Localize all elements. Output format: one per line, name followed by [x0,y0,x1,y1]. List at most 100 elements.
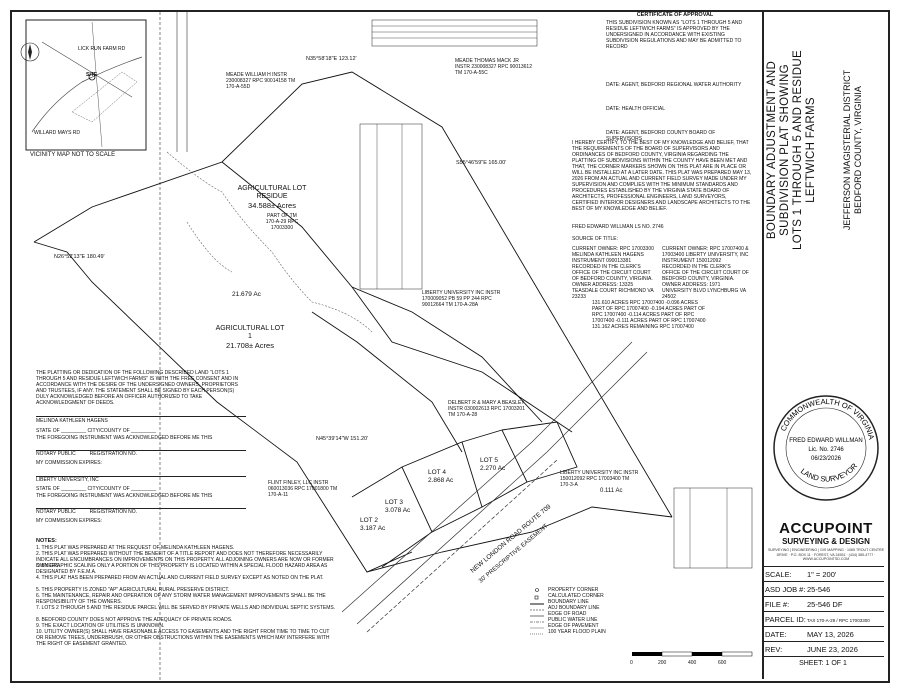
legend-item-3: BOUNDARY LINE [548,599,589,605]
company-details: SURVEYING | ENGINEERING | GIS MAPPING · … [767,548,885,561]
bearing-3: S55°46'59"E 165.00' [456,160,507,166]
tb-row-scale: SCALE: 1" = 200' [762,566,884,582]
plat-drawing [20,12,753,681]
tb-row-rev: REV: JUNE 23, 2026 [762,641,884,657]
source-title: SOURCE OF TITLE: [572,236,619,242]
note-3: 3. BY GRAPHIC SCALING ONLY A PORTION OF … [36,563,329,575]
vicinity-caption: VICINITY MAP NOT TO SCALE [30,152,116,158]
lot-3-acres: 3.078 Ac [385,507,411,514]
commission-1: MY COMMISSION EXPIRES: [36,460,103,466]
surveyor-signature: FRED EDWARD WILLMAN LS NO. 2746 [572,224,664,230]
line-table-2 [673,487,753,569]
ack-line-1: THE FOREGOING INSTRUMENT WAS ACKNOWLEDGE… [36,435,213,441]
scale-label-200: 200 [658,660,667,666]
lot-1-sub: 1 [248,333,252,340]
owner-consent-body: THE PLATTING OR DEDICATION OF THE FOLLOW… [36,370,240,406]
cert-signer-2: DATE: HEALTH OFFICIAL [606,106,665,112]
date-value: MAY 13, 2026 [807,630,854,639]
lot-2-label: LOT 2 [360,517,378,524]
seal-date: 06/23/2026 [811,456,842,462]
job-label: ASD JOB #: [765,585,806,594]
owner-flint: FLINT FINLEY, LLC INSTR 060013036 RPC 17… [268,480,339,498]
company-logo-name: ACCUPOINT [779,520,873,537]
owner-meade-thomas: MEADE THOMAS MACK JR INSTR 230008327 RPC… [455,58,534,76]
vicinity-site-label: SITE [86,72,98,78]
job-value: 25-546 [807,585,831,594]
subtitle-line-1: JEFFERSON MAGISTERIAL DISTRICT [842,69,852,231]
rev-label: REV: [765,645,783,654]
scale-label-400: 400 [688,660,697,666]
lot-residue-sub: RESIDUE [256,193,288,200]
legend-item-7: EDGE OF PAVEMENT [548,623,599,629]
lot-1-label: AGRICULTURAL LOT [215,325,285,332]
cert-body: THIS SUBDIVISION KNOWN AS "LOTS 1 THROUG… [606,20,744,50]
current-owner-1: CURRENT OWNER: RPC 17003300 MELINDA KATH… [572,246,656,300]
ack-line-2: THE FOREGOING INSTRUMENT WAS ACKNOWLEDGE… [36,493,213,499]
rev-value: JUNE 23, 2026 [807,645,858,654]
acreage-summary: 131.610 ACRES RPC 17007400 -0.096 ACRES … [592,300,707,330]
curve-table [371,19,538,47]
cert-heading: CERTIFICATE OF APPROVAL [636,12,714,18]
cert-signer-1: DATE: AGENT, BEDFORD REGIONAL WATER AUTH… [606,82,742,88]
new-london-road [341,341,648,633]
title-line-1: BOUNDARY ADJUSTMENT AND [766,60,778,240]
note-9: 9. THE EXACT LOCATION OF UTILITIES IS UN… [36,623,165,629]
roads [159,12,188,681]
tb-row-parcel: PARCEL ID:TAX 170-A-29 / RPC 17003300 [762,611,884,627]
vicinity-map [20,19,147,151]
plat-title: BOUNDARY ADJUSTMENT AND SUBDIVISION PLAT… [766,0,818,330]
lot-residue-acres: 34.588± Acres [248,201,296,210]
lot-residue-part: PART OF TM 170-A-29 RPC 17003300 [265,213,300,231]
tb-row-file: FILE #:25-546 DF [762,596,884,612]
boundary-lines [33,71,673,573]
title-block [762,10,886,679]
current-owner-2: CURRENT OWNER: RPC 17007400 & 17003400 L… [662,246,751,300]
legend-item-8: 100 YEAR FLOOD PLAIN [548,629,606,635]
seal-name: FRED EDWARD WILLMAN [789,438,862,444]
state-line-1: STATE OF _________ CITY/COUNTY OF ______… [36,428,157,434]
company-logo-tagline: SURVEYING & DESIGN [782,537,870,546]
state-line-2: STATE OF _________ CITY/COUNTY OF ______… [36,486,157,492]
owner-beasley: DELBERT R & MARY A BEASLEY INSTR 0300026… [448,400,527,418]
date-label: DATE: [765,630,787,639]
lot-2-acres: 3.187 Ac [360,525,386,532]
parcel-value: TAX 170-A-29 / RPC 17003300 [807,618,870,623]
scale-label: SCALE: [765,570,792,579]
subtitle-line-2: BEDFORD COUNTY, VIRGINIA [853,86,863,214]
owner-liberty-1: LIBERTY UNIVERSITY INC INSTR 170009052 P… [422,290,502,308]
plat-sheet [10,10,890,683]
plat-subtitle: JEFFERSON MAGISTERIAL DISTRICT BEDFORD C… [842,0,864,330]
bearing-2: N26°52'13"E 180.49' [54,254,105,260]
note-8: 8. BEDFORD COUNTY DOES NOT APPROVE THE A… [36,617,233,623]
title-line-3: LOTS 1 THROUGH 5 AND RESIDUE [792,50,804,250]
parcel-label: PARCEL ID: [765,615,806,624]
legend-item-4: ADJ BOUNDARY LINE [548,605,600,611]
surveyor-seal: COMMONWEALTH OF VIRGINIA LAND SURVEYOR F… [773,395,879,501]
title-line-4: LEFTWICH FARMS [805,97,817,203]
note-6: 6. THE MAINTENANCE, REPAIR AND OPERATION… [36,593,328,605]
creek [166,151,373,333]
file-label: FILE #: [765,600,790,609]
cert-signer-3: DATE: AGENT, BEDFORD COUNTY BOARD OF SUP… [606,130,717,142]
scale-value: 1" = 200' [807,570,837,579]
note-10: 10. UTILITY OWNER(S) SHALL HAVE REASONAB… [36,629,331,647]
surveyor-certificate: I HEREBY CERTIFY, TO THE BEST OF MY KNOW… [572,140,753,212]
vicinity-road-label-2: WILLARD MAYS RD [34,130,81,136]
legend-item-2: CALCULATED CORNER [548,593,604,599]
owner-1-name: MELINDA KATHLEEN HAGENS [36,416,246,424]
scale-label-0: 0 [630,660,633,666]
legend-item-5: EDGE OF ROAD [548,611,587,617]
lot-5-acres: 2.270 Ac [480,465,506,472]
scale-label-600: 600 [718,660,727,666]
note-7: 7. LOTS 2 THROUGH 5 AND THE RESIDUE PARC… [36,605,336,611]
lot-residue-label: AGRICULTURAL LOT [237,185,307,192]
lot-4-label: LOT 4 [428,469,446,476]
notary-line-1: NOTARY PUBLIC REGISTRATION NO. [36,450,246,457]
lot-1-acres: 21.708± Acres [226,341,274,350]
sheet-number: SHEET: 1 OF 1 [762,656,884,671]
area-note-2: 0.111 Ac [600,488,623,494]
notary-line-2: NOTARY PUBLIC REGISTRATION NO. [36,508,246,515]
note-1: 1. THIS PLAT WAS PREPARED AT THE REQUEST… [36,545,235,551]
title-line-2: SUBDIVISION PLAT SHOWING [779,64,791,236]
graphic-scale [632,651,753,657]
